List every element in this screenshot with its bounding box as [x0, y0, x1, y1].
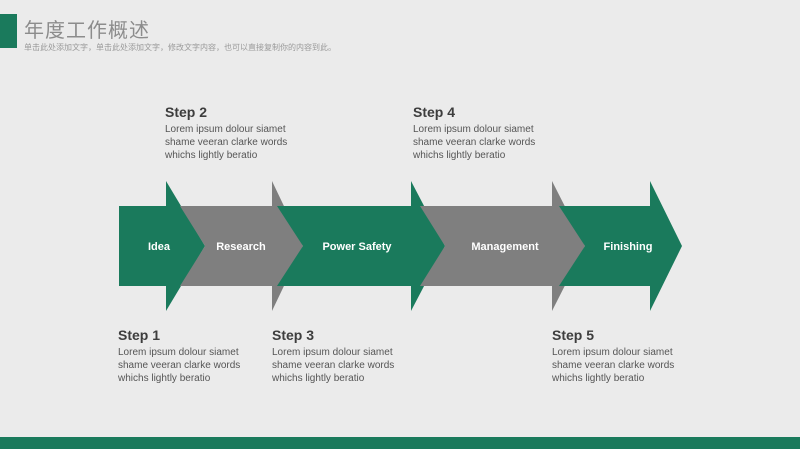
step-2-line-3: whichs lightly beratio [165, 150, 258, 161]
stage-label-research: Research [216, 241, 266, 253]
stage-label-idea: Idea [148, 241, 171, 253]
step-4-line-1: Lorem ipsum dolour siamet [413, 124, 534, 135]
stage-arrow-2 [180, 181, 303, 311]
step-5-block: Step 5 Lorem ipsum dolour siamet shame v… [552, 327, 732, 385]
step-2-block: Step 2 Lorem ipsum dolour siamet shame v… [165, 104, 345, 162]
page-subtitle: 单击此处添加文字，单击此处添加文字，修改文字内容，也可以直接复制你的内容到此。 [24, 43, 336, 52]
step-2-line-1: Lorem ipsum dolour siamet [165, 124, 286, 135]
stage-arrow-1 [119, 181, 205, 311]
step-2-title: Step 2 [165, 104, 208, 120]
footer-bar [0, 437, 800, 449]
step-4-text: Lorem ipsum dolour siamet shame veeran c… [413, 123, 593, 162]
step-3-block: Step 3 Lorem ipsum dolour siamet shame v… [272, 327, 452, 385]
step-1-block: Step 1 Lorem ipsum dolour siamet shame v… [118, 327, 298, 385]
stage-label-power-safety: Power Safety [322, 241, 392, 253]
step-4-title: Step 4 [413, 104, 456, 120]
step-1-line-2: shame veeran clarke words [118, 360, 241, 371]
step-1-line-1: Lorem ipsum dolour siamet [118, 347, 239, 358]
step-5-title: Step 5 [552, 327, 595, 343]
title-accent-bar [0, 14, 17, 48]
stage-label-finishing: Finishing [604, 241, 653, 253]
step-5-line-3: whichs lightly beratio [552, 373, 645, 384]
step-2-line-2: shame veeran clarke words [165, 137, 288, 148]
stage-label-management: Management [471, 241, 539, 253]
step-4-block: Step 4 Lorem ipsum dolour siamet shame v… [413, 104, 593, 162]
stage-arrow-5 [559, 181, 682, 311]
stage-arrow-4 [420, 181, 585, 311]
page-title: 年度工作概述 [24, 18, 150, 42]
stage-arrow-3 [277, 181, 445, 311]
step-3-line-3: whichs lightly beratio [272, 373, 365, 384]
step-1-line-3: whichs lightly beratio [118, 373, 211, 384]
step-3-line-1: Lorem ipsum dolour siamet [272, 347, 393, 358]
step-3-text: Lorem ipsum dolour siamet shame veeran c… [272, 346, 452, 385]
step-3-title: Step 3 [272, 327, 315, 343]
step-1-title: Step 1 [118, 327, 161, 343]
step-2-text: Lorem ipsum dolour siamet shame veeran c… [165, 123, 345, 162]
step-4-line-3: whichs lightly beratio [413, 150, 506, 161]
step-1-text: Lorem ipsum dolour siamet shame veeran c… [118, 346, 298, 385]
step-5-line-2: shame veeran clarke words [552, 360, 675, 371]
step-5-line-1: Lorem ipsum dolour siamet [552, 347, 673, 358]
step-5-text: Lorem ipsum dolour siamet shame veeran c… [552, 346, 732, 385]
step-4-line-2: shame veeran clarke words [413, 137, 536, 148]
step-3-line-2: shame veeran clarke words [272, 360, 395, 371]
